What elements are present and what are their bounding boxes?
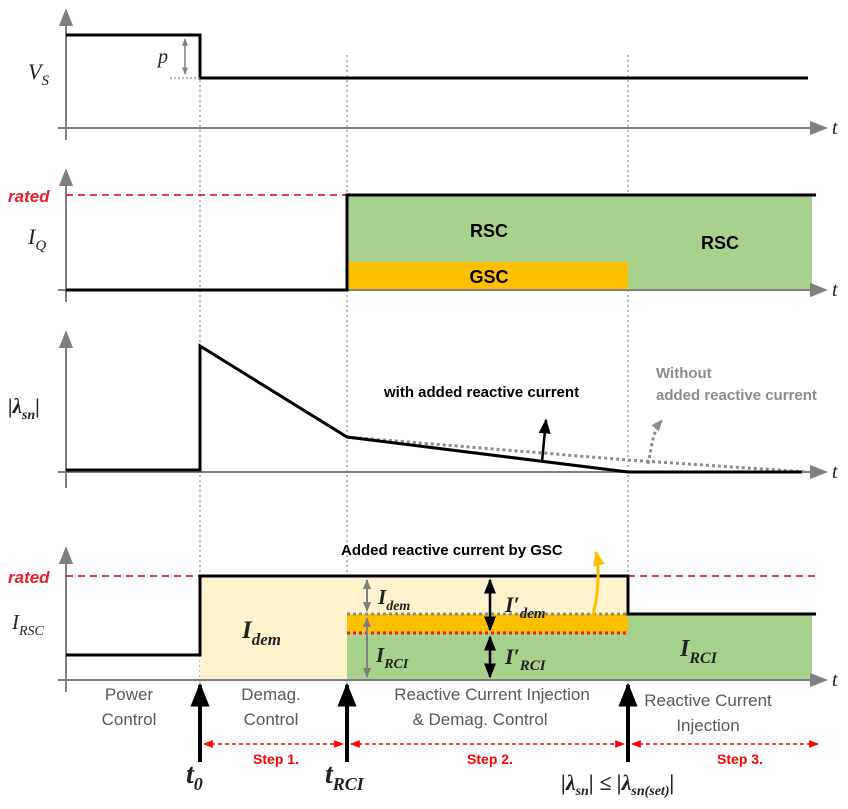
with-current-pointer [538,418,551,463]
irci-small-label: IRCI [375,643,409,672]
gsc-region [347,262,628,290]
idem-label: Idem [241,617,281,649]
step2-label: Step 2. [467,751,513,767]
without-current-label-1: Without [656,365,712,382]
phase-rci-1: Reactive Current [644,691,772,710]
trci-label: tRCI [325,759,365,794]
phase-rci-2: Injection [676,716,739,735]
condition-label: |λsn| ≤ |λsn(set)| [561,770,674,799]
gsc-note-pointer [590,550,605,619]
rsc-label-step2: RSC [470,221,508,241]
dip-label: p [156,46,168,68]
iq-axis-label: IQ [27,224,46,254]
event-markers: Step 1. Step 2. Step 3. t0 tRCI |λsn| ≤ … [186,682,819,799]
irci-label: IRCI [679,636,718,667]
without-current-pointer [646,419,664,465]
vs-axis-label: VS [28,59,49,89]
gsc-added-band [347,614,628,633]
vs-time-label: t [832,117,838,139]
idem-small-label: Idem [377,585,410,614]
phase-rci-demag-2: & Demag. Control [412,710,547,729]
step1-label: Step 1. [253,751,299,767]
lambda-axis-label: |λsn| [8,394,40,423]
without-current-label-2: added reactive current [656,387,817,404]
irsc-axis-label: IRSC [11,610,45,639]
demag-region-step1 [200,576,347,680]
vs-signal [66,33,808,80]
panel-vs: p VS t [28,8,838,140]
irsc-time-label: t [832,669,838,691]
panel-lambda: |λsn| with added reactive current Withou… [8,330,838,488]
irsc-signal [66,574,816,657]
rated-label-irsc: rated [8,568,50,587]
gsc-note-label: Added reactive current by GSC [341,542,563,559]
phase-demag-2: Control [244,710,299,729]
t0-label: t0 [186,759,203,794]
lambda-time-label: t [832,461,838,483]
phase-rci-demag-1: Reactive Current Injection [394,685,590,704]
rated-label-iq: rated [8,187,50,206]
rsc-label-step3: RSC [701,233,739,253]
phase-power-control-1: Power [105,685,154,704]
step3-label: Step 3. [717,751,763,767]
idem-prime-label: I′dem [504,592,546,622]
lambda-without-added-current [346,435,809,474]
phase-power-control-2: Control [102,710,157,729]
gsc-label: GSC [469,267,508,287]
iq-time-label: t [832,279,838,301]
panel-irsc: rated IRSC Idem Idem IRCI I′dem I′RCI IR… [8,542,838,692]
rci-region-step3 [628,614,812,680]
irci-prime-label: I′RCI [504,644,547,674]
iq-signal [66,193,816,292]
panel-iq: rated IQ RSC GSC RSC t [8,168,838,302]
phase-captions: Power Control Demag. Control Reactive Cu… [102,685,772,735]
lambda-with-added-current [66,343,802,474]
phase-demag-1: Demag. [241,685,301,704]
with-current-label: with added reactive current [383,384,579,401]
